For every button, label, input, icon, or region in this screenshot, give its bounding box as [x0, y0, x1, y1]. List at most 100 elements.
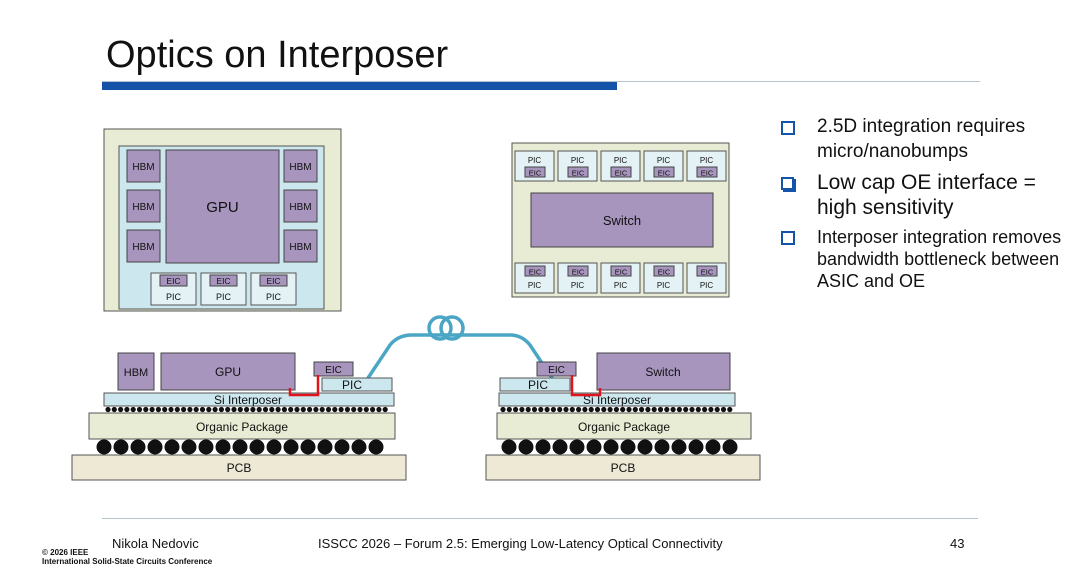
solder-ball — [136, 406, 143, 413]
pic-label: PIC — [266, 292, 282, 302]
solder-ball — [705, 439, 721, 455]
eic-chip — [610, 166, 632, 178]
solder-ball — [225, 406, 231, 413]
pcb-layer — [485, 454, 761, 481]
solder-ball — [266, 439, 282, 455]
hbm-label: HBM — [289, 162, 311, 173]
solder-ball — [645, 406, 651, 413]
solder-ball — [720, 406, 727, 413]
si-interposer-layer — [103, 392, 395, 407]
solder-ball — [319, 406, 325, 413]
bottom-pic-row: EIC EIC EIC EIC EIC PIC PIC PIC PIC PIC — [514, 262, 727, 294]
eic-chip — [524, 166, 546, 178]
hbm-label: HBM — [124, 367, 148, 379]
switch-package-top-view: Switch PIC PIC PIC PIC PIC EIC EIC EIC E… — [511, 142, 730, 298]
eic-chip — [567, 265, 589, 277]
solder-ball — [249, 439, 265, 455]
solder-ball — [174, 406, 180, 413]
solder-ball — [218, 406, 224, 413]
solder-balls-large — [96, 439, 384, 455]
solder-ball — [198, 439, 214, 455]
solder-ball — [130, 439, 146, 455]
solder-ball — [576, 406, 582, 413]
copyright-line: © 2026 IEEE — [42, 548, 89, 557]
pic-label: PIC — [528, 378, 548, 392]
pic-label: PIC — [571, 281, 585, 290]
si-interposer-label: Si Interposer — [214, 393, 282, 407]
eic-label: EIC — [529, 268, 542, 277]
solder-ball — [363, 406, 369, 413]
eic-label: EIC — [572, 169, 585, 178]
solder-ball — [300, 439, 316, 455]
eic-chip — [696, 166, 718, 178]
hbm-die — [126, 149, 161, 183]
hbm-die — [117, 352, 155, 391]
solder-ball — [256, 406, 262, 413]
eic-label: EIC — [166, 276, 180, 286]
eic-label: EIC — [701, 169, 714, 178]
solder-ball — [105, 406, 111, 413]
solder-ball — [544, 406, 550, 413]
hbm-label: HBM — [289, 202, 311, 213]
solder-ball — [288, 406, 294, 413]
solder-ball — [500, 406, 506, 413]
solder-ball — [695, 406, 701, 413]
pic-label: PIC — [528, 281, 542, 290]
solder-ball — [275, 406, 281, 413]
solder-ball — [244, 406, 250, 413]
eic-chip — [653, 265, 675, 277]
solder-ball — [683, 406, 689, 413]
copyright: © 2026 IEEE International Solid-State Ci… — [42, 548, 212, 566]
pic-chip — [514, 262, 555, 294]
eic-label: EIC — [615, 268, 628, 277]
bullet-text: Interposer integration removes bandwidth… — [817, 227, 1062, 291]
solder-ball — [124, 406, 130, 413]
solder-ball — [181, 439, 197, 455]
solder-ball — [626, 406, 632, 413]
solder-ball — [332, 406, 338, 413]
solder-ball — [531, 406, 538, 413]
solder-ball — [654, 439, 670, 455]
hbm-label: HBM — [132, 162, 154, 173]
pcb-label: PCB — [611, 461, 636, 475]
solder-ball — [670, 406, 676, 413]
solder-ball — [307, 406, 313, 413]
title-rule — [102, 81, 980, 82]
gpu-die — [160, 352, 296, 391]
eic-label: EIC — [658, 268, 671, 277]
solder-ball — [535, 439, 551, 455]
solder-ball — [212, 406, 218, 413]
pic-label: PIC — [528, 156, 542, 165]
bullet-item: 2.5D integration requires micro/nanobump… — [780, 114, 1070, 164]
page-title: Optics on Interposer — [106, 34, 449, 76]
solder-ball — [376, 406, 382, 413]
hbm-label: HBM — [132, 202, 154, 213]
bullet-text: Low cap OE interface = high sensitivity — [817, 171, 1036, 219]
solder-ball — [344, 406, 350, 413]
solder-ball — [193, 406, 199, 413]
footer-author: Nikola Nedovic — [112, 536, 199, 551]
solder-ball — [325, 406, 332, 413]
solder-balls-small — [500, 406, 733, 413]
eic-chip — [536, 361, 577, 377]
eic-chip — [313, 361, 354, 377]
solder-ball — [651, 406, 657, 413]
solder-ball — [281, 406, 287, 413]
eic-label: EIC — [572, 268, 585, 277]
solder-ball — [283, 439, 299, 455]
checkbox-bullet-icon — [781, 121, 795, 135]
fiber-coil-loop — [427, 315, 453, 341]
cross-section-gpu: PCB Organic Package Si Interposer HBM GP… — [71, 352, 407, 481]
pic-label: PIC — [700, 156, 714, 165]
solder-ball — [187, 406, 193, 413]
solder-ball — [199, 406, 206, 413]
checkbox-bullet-icon — [781, 231, 795, 245]
eic-chip — [259, 274, 288, 287]
pic-chip — [321, 377, 393, 392]
solder-ball — [334, 439, 350, 455]
solder-ball — [351, 406, 357, 413]
pic-label: PIC — [657, 281, 671, 290]
eic-chip — [209, 274, 238, 287]
pic-label: PIC — [166, 292, 182, 302]
